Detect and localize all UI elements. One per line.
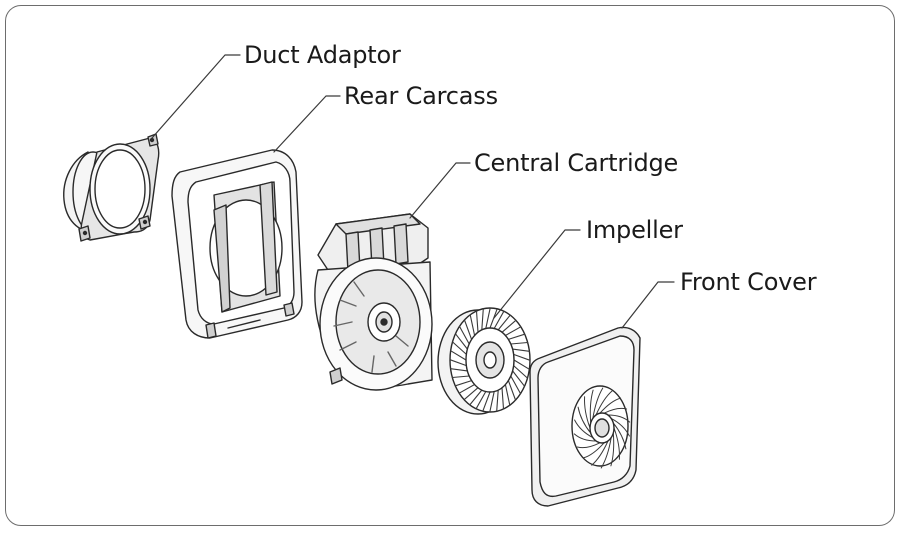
impeller-blade xyxy=(458,383,476,394)
cover-swirl-vane xyxy=(613,427,620,460)
impeller-blade xyxy=(512,348,530,352)
label-front-cover: Front Cover xyxy=(680,268,817,296)
impeller-blade xyxy=(489,390,495,413)
leader-front-cover xyxy=(621,281,675,329)
cover-swirl-vane xyxy=(573,433,597,442)
label-rear-carcass: Rear Carcass xyxy=(344,82,498,110)
impeller-blade xyxy=(513,353,531,361)
impeller-blade xyxy=(512,370,526,387)
impeller-blade xyxy=(507,333,526,340)
cover-swirl-vane xyxy=(610,417,630,437)
impeller-blade xyxy=(485,307,491,330)
label-central-cartridge: Central Cartridge xyxy=(474,149,679,177)
leader-rear-carcass xyxy=(273,95,341,153)
cover-swirl-vane xyxy=(577,406,592,434)
cover-swirl-vane xyxy=(612,422,627,450)
impeller-blade xyxy=(463,319,473,340)
impeller-blade xyxy=(450,368,468,372)
cover-swirl-vane xyxy=(589,389,594,424)
cover-swirl-vane xyxy=(607,414,631,423)
cover-swirl-vane xyxy=(610,432,615,467)
impeller-blade xyxy=(454,380,473,387)
cover-swirl-vane xyxy=(603,407,628,414)
impeller-blade xyxy=(510,375,522,395)
impeller-blade xyxy=(482,391,491,412)
impeller-blade xyxy=(475,390,487,410)
impeller-blade xyxy=(469,389,483,406)
cover-swirl-vane xyxy=(600,437,612,469)
impeller-blade xyxy=(454,333,468,350)
impeller-blade xyxy=(469,314,476,337)
duct-adaptor-part xyxy=(63,133,160,242)
front-cover-part xyxy=(529,326,641,507)
impeller-blade xyxy=(507,380,517,401)
impeller-blade xyxy=(450,350,467,361)
cover-swirl-vane xyxy=(591,440,609,466)
central-cartridge-part xyxy=(314,213,433,391)
cover-swirl-vane xyxy=(595,390,613,416)
leader-central-cartridge xyxy=(409,162,471,219)
cover-swirl-vane xyxy=(592,387,604,419)
impeller-blade xyxy=(449,359,467,367)
cover-swirl-vane xyxy=(584,396,591,429)
impeller-blade xyxy=(481,308,484,331)
impeller-blade xyxy=(493,310,505,330)
impeller-blade xyxy=(510,341,529,345)
cover-swirl-vane xyxy=(574,419,594,439)
impeller-blade xyxy=(451,375,470,379)
impeller-blade xyxy=(501,387,505,410)
rear-carcass-part xyxy=(171,149,303,339)
impeller-blade xyxy=(451,341,467,355)
impeller-blade xyxy=(497,314,511,331)
cover-swirl-vane xyxy=(599,397,622,414)
impeller-blade xyxy=(501,319,517,333)
impeller-blade xyxy=(513,359,530,370)
leader-impeller xyxy=(493,229,581,319)
impeller-blade xyxy=(475,310,479,333)
impeller-blade xyxy=(496,389,499,412)
impeller-blade xyxy=(504,326,522,337)
leader-duct-adaptor xyxy=(151,54,241,139)
impeller-blade xyxy=(504,383,511,406)
diagram-frame xyxy=(5,5,895,526)
label-duct-adaptor: Duct Adaptor xyxy=(244,41,401,69)
impeller-part xyxy=(437,307,531,415)
leader-lines xyxy=(151,54,675,329)
impeller-blade xyxy=(463,387,479,401)
impeller-blade xyxy=(458,325,470,345)
label-impeller: Impeller xyxy=(586,216,683,244)
cover-swirl-vane xyxy=(582,442,605,459)
cover-swirl-vane xyxy=(576,442,601,449)
impeller-blade xyxy=(513,365,529,379)
